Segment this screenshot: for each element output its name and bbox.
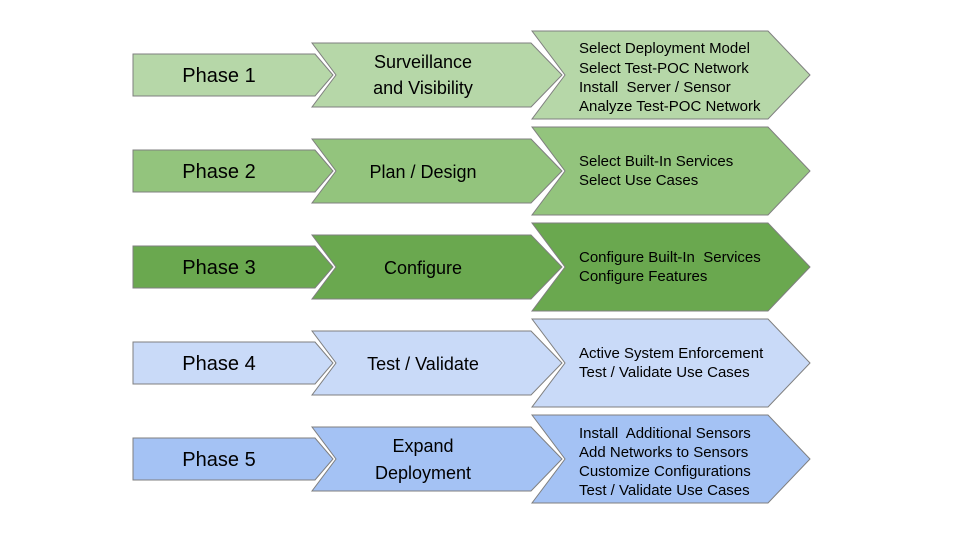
phase-label-text: Phase 2 [182,161,255,183]
activity-chevron [311,426,563,492]
task-item: Configure Built-In Services [579,249,761,266]
task-item: Select Test-POC Network [579,60,749,77]
activity-label-line: Test / Validate [367,354,479,374]
phase-label-shape [132,53,334,97]
activity-label-line: Deployment [375,463,471,483]
task-item: Test / Validate Use Cases [579,482,750,499]
phase-row-4: Phase 4 Test / Validate Active System Enfo… [132,318,811,408]
activity-chevron [311,138,563,204]
tasks-chevron [531,414,811,504]
phase-label-text: Phase 5 [182,449,255,471]
task-item: Configure Features [579,268,707,285]
task-item: Active System Enforcement [579,345,764,362]
phase-label-shape [132,149,334,193]
phase-row-1: Phase 1 Surveillance and Visibility Select … [132,30,811,120]
tasks-chevron [531,222,811,312]
activity-label-line: Configure [384,258,462,278]
task-item: Select Deployment Model [579,40,750,57]
task-item: Customize Configurations [579,463,751,480]
tasks-chevron [531,30,811,120]
phase-label-text: Phase 3 [182,257,255,279]
task-item: Test / Validate Use Cases [579,364,750,381]
activity-label-line: Expand [392,436,453,456]
task-item: Select Built-In Services [579,153,733,170]
phase-row-2: Phase 2 Plan / Design Select Built-In Serv… [132,126,811,216]
tasks-chevron [531,126,811,216]
activity-label-line: Plan / Design [369,162,476,182]
task-item: Install Server / Sensor [579,79,731,96]
task-item: Add Networks to Sensors [579,444,748,461]
activity-label-line: and Visibility [373,78,473,98]
activity-label-line: Surveillance [374,52,472,72]
phase-label-text: Phase 1 [182,65,255,87]
activity-chevron [311,234,563,300]
activity-chevron [311,330,563,396]
task-item: Install Additional Sensors [579,425,751,442]
phase-label-shape [132,437,334,481]
tasks-chevron [531,318,811,408]
task-item: Select Use Cases [579,172,698,189]
phase-label-shape [132,341,334,385]
phase-label-text: Phase 4 [182,353,255,375]
task-item: Analyze Test-POC Network [579,98,761,115]
phase-label-shape [132,245,334,289]
activity-chevron [311,42,563,108]
phase-row-3: Phase 3 Configure Configure Built-In Servi… [132,222,811,312]
